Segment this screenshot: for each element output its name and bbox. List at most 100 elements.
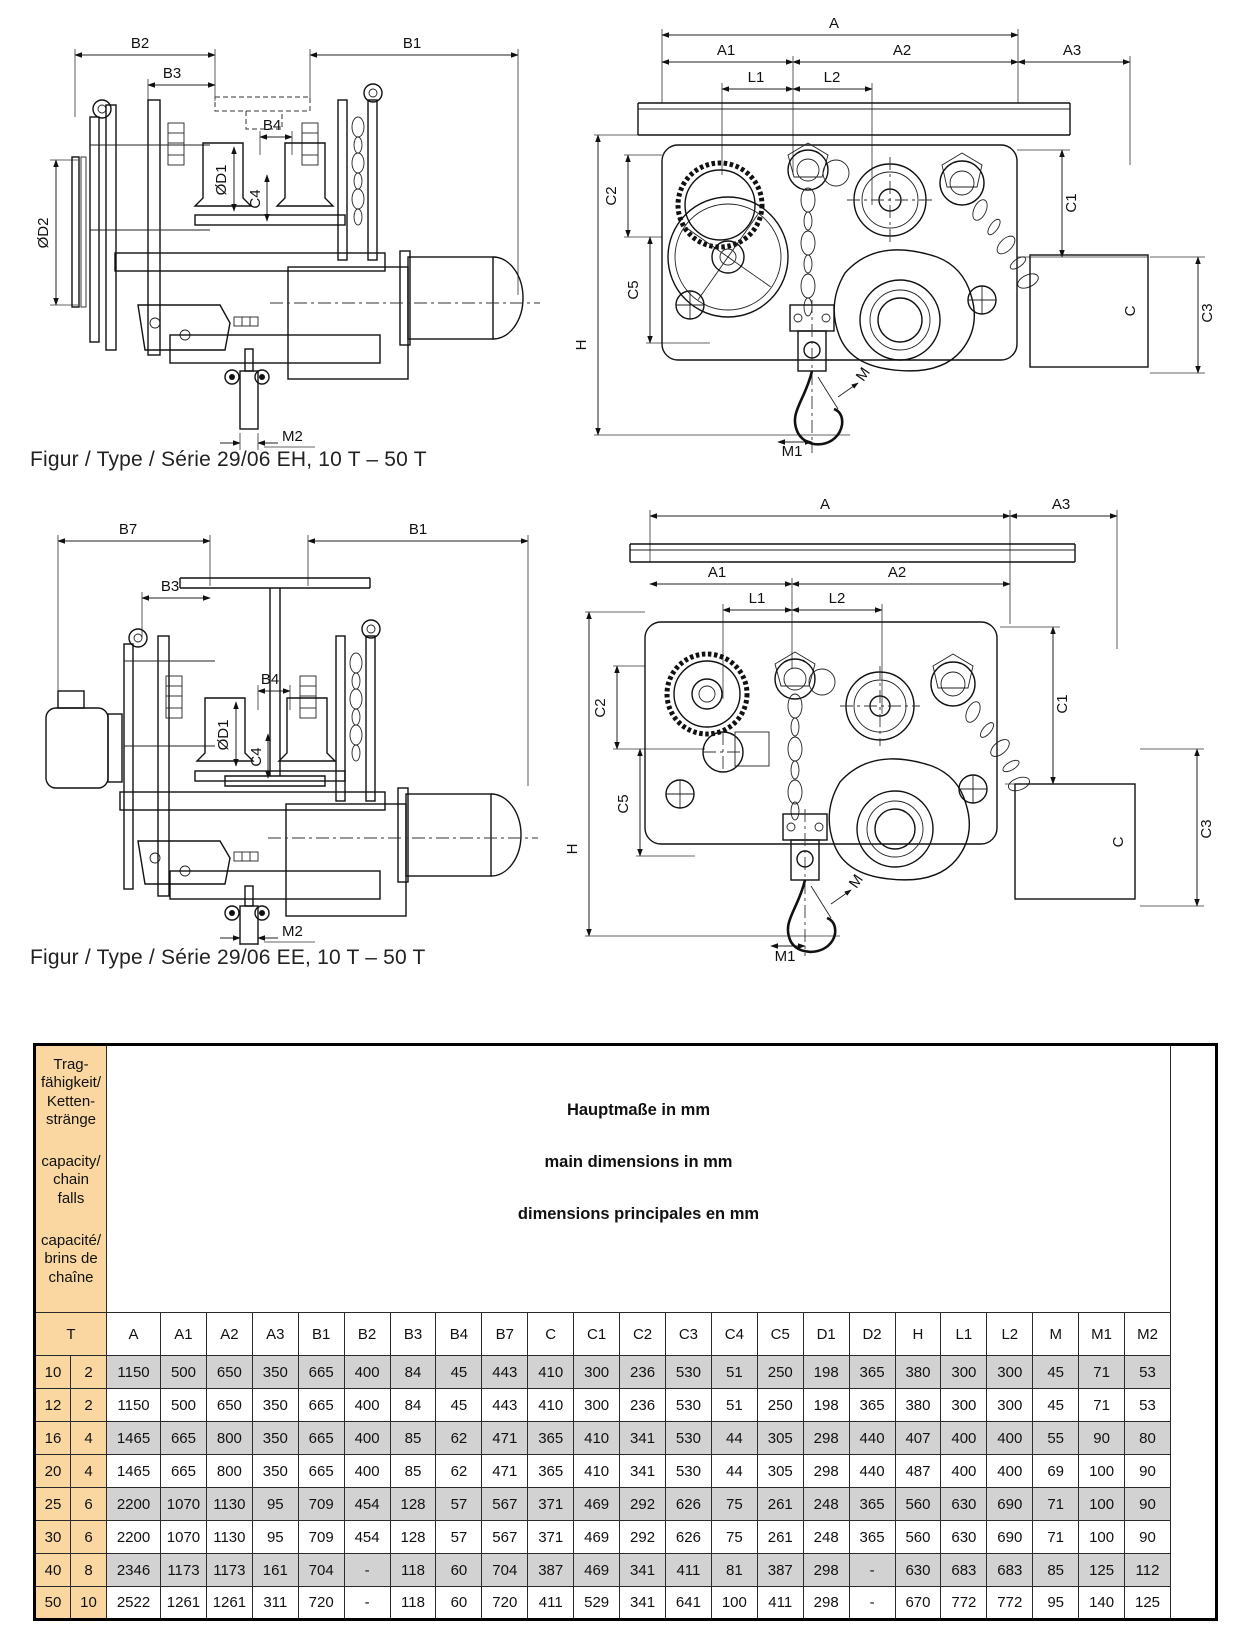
table-header-cell: M2 <box>1124 1312 1171 1356</box>
dim-label-b7: B7 <box>119 521 137 538</box>
table-cell: 709 <box>297 1520 345 1554</box>
dimension-table: Trag- fähigkeit/ Ketten- stränge capacit… <box>33 1043 1218 1621</box>
table-corner-cell: Trag- fähigkeit/ Ketten- stränge capacit… <box>33 1044 108 1313</box>
table-header-cell: A3 <box>251 1312 299 1356</box>
table-cell: 90 <box>1078 1421 1126 1455</box>
table-cell: 10 <box>69 1586 108 1620</box>
table-cell: 1465 <box>106 1454 162 1488</box>
table-cell: 100 <box>710 1586 758 1620</box>
table-cell: 665 <box>297 1388 345 1422</box>
table-cell: - <box>848 1586 896 1620</box>
table-cell: 410 <box>573 1421 621 1455</box>
table-cell: 298 <box>802 1454 850 1488</box>
table-cell: 311 <box>251 1586 299 1620</box>
dim-label-a1-ee: A1 <box>708 564 726 581</box>
eh-front-dimensions: A A1 A2 A3 L1 L2 C2 C5 H C1 C C3 M M1 <box>573 15 1216 460</box>
table-cell: 365 <box>527 1421 575 1455</box>
table-header-cell: B7 <box>481 1312 529 1356</box>
eh-side-dimensions: B2 B3 B1 B4 ØD2 ØD1 C4 M2 <box>35 35 519 450</box>
table-cell: 469 <box>573 1520 621 1554</box>
drawing-ee-front-view: A A3 A1 A2 L1 L2 C2 C5 H C1 C C3 M M1 <box>564 496 1215 964</box>
table-cell: 30 <box>34 1520 71 1554</box>
table-cell: 118 <box>389 1553 437 1587</box>
table-cell: 250 <box>756 1388 804 1422</box>
table-cell: 407 <box>894 1421 942 1455</box>
table-cell: 454 <box>343 1487 391 1521</box>
table-cell: 1261 <box>160 1586 207 1620</box>
table-cell: 100 <box>1078 1487 1126 1521</box>
dim-label-d2: ØD2 <box>35 218 52 249</box>
table-cell: 690 <box>986 1487 1034 1521</box>
table-cell: 292 <box>619 1520 666 1554</box>
table-cell: 800 <box>205 1421 253 1455</box>
table-cell: 365 <box>527 1454 575 1488</box>
table-cell: 720 <box>297 1586 345 1620</box>
dim-label-c2: C2 <box>603 186 620 205</box>
table-cell: 45 <box>435 1355 483 1389</box>
table-cell: 1465 <box>106 1421 162 1455</box>
table-cell: 2 <box>69 1388 108 1422</box>
table-cell: 410 <box>573 1454 621 1488</box>
table-cell: 298 <box>802 1421 850 1455</box>
table-cell: 626 <box>664 1520 712 1554</box>
table-cell: 6 <box>69 1487 108 1521</box>
table-cell: 2200 <box>106 1487 162 1521</box>
table-cell: 95 <box>251 1520 299 1554</box>
table-cell: 84 <box>389 1388 437 1422</box>
table-cell: 683 <box>940 1553 988 1587</box>
table-cell: 84 <box>389 1355 437 1389</box>
dim-label-d1-ee: ØD1 <box>215 720 232 751</box>
dim-label-c4: C4 <box>247 189 264 208</box>
table-cell: 683 <box>986 1553 1034 1587</box>
table-header-cell: C <box>527 1312 575 1356</box>
table-header-cell: H <box>894 1312 942 1356</box>
table-cell: 704 <box>481 1553 529 1587</box>
table-cell: 100 <box>1078 1454 1126 1488</box>
table-cell: 40 <box>34 1553 71 1587</box>
dim-label-c: C <box>1122 305 1139 316</box>
table-cell: 665 <box>297 1421 345 1455</box>
table-cell: 80 <box>1124 1421 1171 1455</box>
table-cell: 365 <box>848 1388 896 1422</box>
table-cell: 50 <box>34 1586 71 1620</box>
dim-label-b2: B2 <box>131 35 149 52</box>
table-cell: 305 <box>756 1421 804 1455</box>
table-cell: 665 <box>160 1454 207 1488</box>
table-cell: 487 <box>894 1454 942 1488</box>
table-cell: 630 <box>894 1553 942 1587</box>
dim-label-a2: A2 <box>893 42 911 59</box>
table-cell: 365 <box>848 1520 896 1554</box>
table-cell: 380 <box>894 1355 942 1389</box>
table-header-cell: L1 <box>940 1312 988 1356</box>
table-cell: 665 <box>297 1454 345 1488</box>
dim-label-a3: A3 <box>1063 42 1081 59</box>
table-header-cell: L2 <box>986 1312 1034 1356</box>
table-title-row: Trag- fähigkeit/ Ketten- stränge capacit… <box>33 1044 1217 1313</box>
table-cell: 90 <box>1124 1454 1171 1488</box>
table-header-cell: B3 <box>389 1312 437 1356</box>
table-header-cell: M1 <box>1078 1312 1126 1356</box>
table-cell: 650 <box>205 1388 253 1422</box>
dim-label-m-ee: M <box>846 871 867 891</box>
table-cell: 641 <box>664 1586 712 1620</box>
dim-label-d1: ØD1 <box>213 165 230 196</box>
table-cell: - <box>343 1586 391 1620</box>
table-cell: 1130 <box>205 1520 253 1554</box>
table-cell: 57 <box>435 1487 483 1521</box>
maker-logo-mark <box>233 316 259 327</box>
table-cell: 1173 <box>160 1553 207 1587</box>
table-cell: 410 <box>527 1355 575 1389</box>
dim-label-c1-ee: C1 <box>1054 694 1071 713</box>
table-header-cell: B4 <box>435 1312 483 1356</box>
table-cell: 300 <box>573 1388 621 1422</box>
table-cell: 650 <box>205 1355 253 1389</box>
table-cell: 720 <box>481 1586 529 1620</box>
corner-line-de: Trag- fähigkeit/ Ketten- stränge <box>40 1056 102 1128</box>
table-header-cell: A1 <box>160 1312 207 1356</box>
table-cell: 411 <box>756 1586 804 1620</box>
table-cell: 471 <box>481 1454 529 1488</box>
table-cell: 371 <box>527 1520 575 1554</box>
